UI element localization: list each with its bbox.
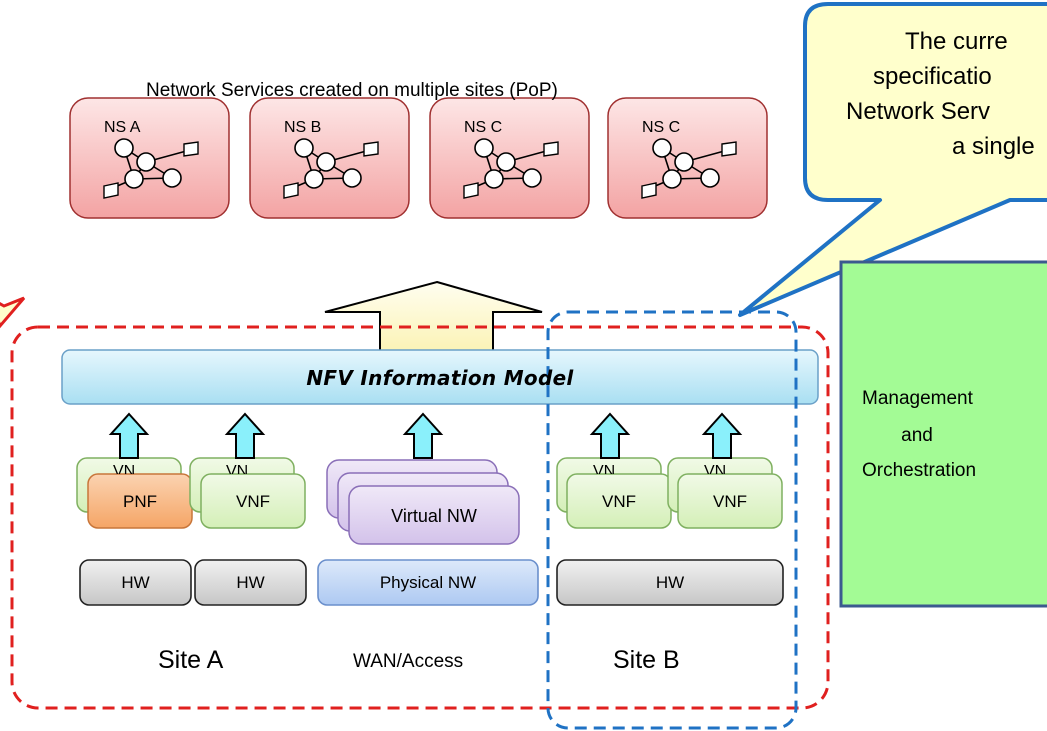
physical-nw-box <box>317 559 539 606</box>
up-arrow-1 <box>110 413 148 459</box>
callout-line-2: specificatio <box>873 63 992 90</box>
pnf-label: PNF <box>123 492 157 511</box>
mano-line-3: Orchestration <box>862 460 977 481</box>
callout-line-1: The curre <box>905 28 1008 55</box>
ns-label-a: NS A <box>104 119 141 136</box>
mano-line-1: Management <box>862 388 973 409</box>
info-model-bar <box>61 349 819 405</box>
big-up-arrow <box>324 280 543 353</box>
ns-label-d: NS C <box>642 119 681 136</box>
vnf-back-label-b2: VN <box>704 463 727 474</box>
physical-nw-label: Physical NW <box>379 573 477 592</box>
mano-line-2: and <box>901 425 933 446</box>
hw-label-1: HW <box>121 573 150 592</box>
up-arrow-3 <box>404 413 442 459</box>
vnf-box-a <box>200 473 306 529</box>
hw-label-2: HW <box>236 573 265 592</box>
red-dashed-outline <box>10 325 830 710</box>
ns-box-d <box>607 97 768 219</box>
hw-box-1 <box>79 559 192 606</box>
hw-box-3 <box>556 559 784 606</box>
callout-bubble <box>738 2 1047 317</box>
site-a-label: Site A <box>158 646 224 674</box>
ns-box-b <box>249 97 410 219</box>
vnf-label-a: VNF <box>236 492 270 511</box>
ns-box-c <box>429 97 590 219</box>
caption: Network Services created on multiple sit… <box>146 80 558 101</box>
virtual-nw-box <box>348 485 520 545</box>
up-arrow-4 <box>591 413 629 459</box>
wan-label: WAN/Access <box>353 651 464 672</box>
callout-line-4: a single <box>952 133 1035 160</box>
up-arrow-2 <box>226 413 264 459</box>
vnf-back-label-b1: VN <box>593 463 616 474</box>
vnf-box-b2 <box>677 473 783 529</box>
up-arrow-5 <box>703 413 741 459</box>
ns-label-c: NS C <box>464 119 503 136</box>
vnf-back-label-a1: VN <box>113 463 136 474</box>
site-b-label: Site B <box>613 646 680 674</box>
vnf-label-b1: VNF <box>602 492 636 511</box>
ns-box-a <box>69 97 230 219</box>
mano-box <box>839 260 1047 608</box>
virtual-nw-label: Virtual NW <box>391 506 477 526</box>
blue-dashed-outline <box>546 310 798 730</box>
vnf-back-label-a2: VN <box>226 463 249 474</box>
hw-label-3: HW <box>655 573 685 592</box>
ns-label-b: NS B <box>284 119 322 136</box>
info-model-label: NFV Information Model <box>306 366 574 390</box>
callout-line-3: Network Serv <box>846 98 991 125</box>
left-callout-tip <box>0 296 26 329</box>
vnf-label-b2: VNF <box>713 492 747 511</box>
hw-box-2 <box>194 559 307 606</box>
